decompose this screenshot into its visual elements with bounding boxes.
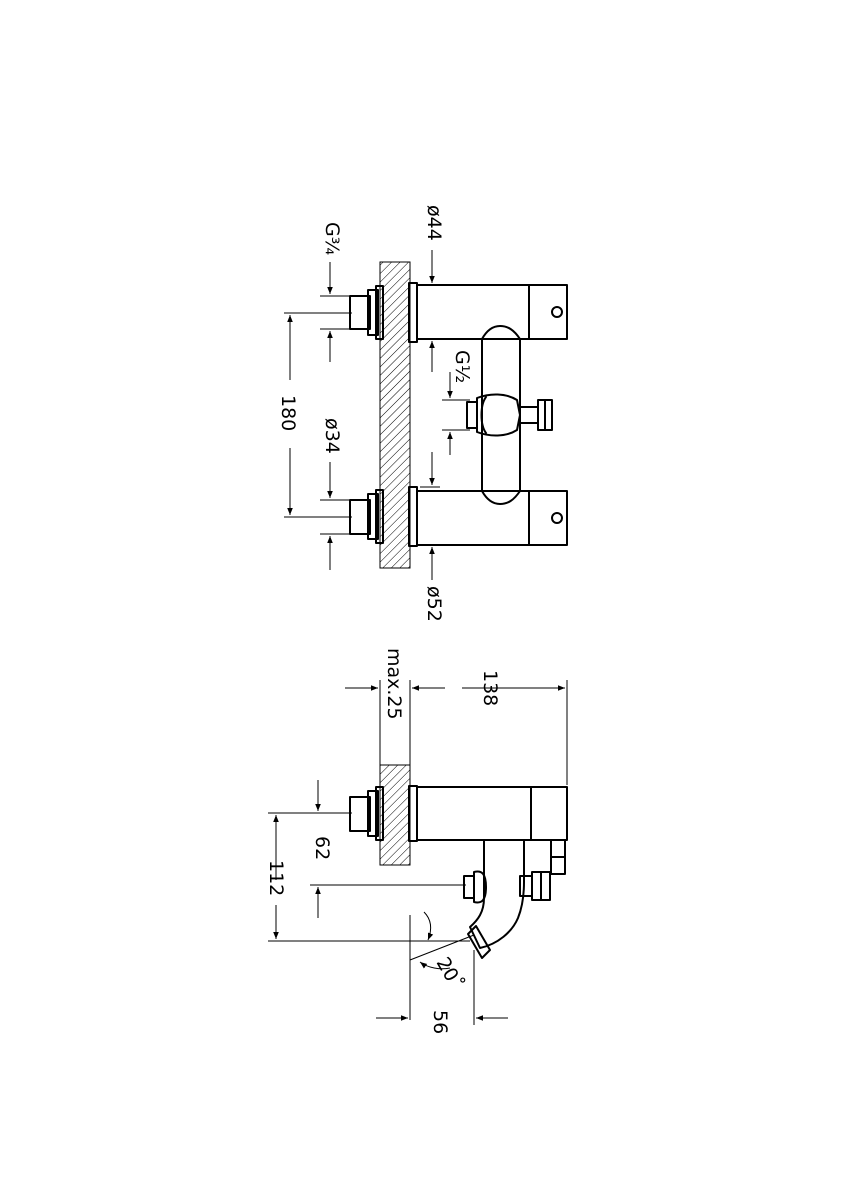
- side-inlet-fitting: [349, 785, 418, 842]
- wall-section-top: [379, 261, 411, 569]
- dim-label-dia-52: ø52: [423, 586, 445, 622]
- dim-g-half: G½: [442, 350, 473, 455]
- dim-dia-34: ø34: [320, 418, 352, 570]
- spout: [469, 839, 525, 949]
- dim-label-dia-44: ø44: [423, 205, 445, 241]
- diverter-knob-top: [466, 393, 553, 437]
- dim-label-138: 138: [479, 670, 501, 706]
- dim-112: 112: [265, 812, 470, 942]
- dim-angle-20: 20˚: [409, 911, 475, 1020]
- dim-56: 56: [376, 950, 508, 1034]
- top-view: G¾ ø44 G½ 180: [277, 205, 568, 622]
- upper-body-block: [416, 284, 568, 340]
- dim-label-62: 62: [311, 836, 333, 860]
- dim-max-25: max.25: [345, 648, 445, 765]
- dim-g-three-quarter: G¾: [320, 222, 352, 362]
- dim-label-angle-20: 20˚: [432, 954, 468, 994]
- lower-body-block: [416, 490, 568, 546]
- dim-138: 138: [462, 670, 568, 785]
- side-control-knob: [519, 871, 551, 901]
- side-lever: [550, 839, 566, 875]
- dim-label-dia-34: ø34: [321, 418, 343, 454]
- dim-180: 180: [277, 312, 352, 518]
- dim-dia-52: ø52: [420, 452, 445, 622]
- connecting-bar: [481, 325, 521, 505]
- dim-label-g-three-quarter: G¾: [321, 222, 343, 255]
- dim-label-g-half: G½: [451, 350, 473, 383]
- wall-section-side: [379, 764, 411, 866]
- dim-dia-44: ø44: [420, 205, 445, 372]
- dim-label-180: 180: [277, 395, 299, 431]
- side-view: max.25 138 62 112: [265, 648, 568, 1034]
- spout-outlet: [467, 925, 491, 959]
- dim-label-56: 56: [429, 1010, 451, 1034]
- side-diverter-knob: [463, 870, 487, 904]
- dim-label-max-25: max.25: [383, 648, 405, 720]
- dim-label-112: 112: [265, 860, 287, 896]
- side-body: [416, 786, 568, 841]
